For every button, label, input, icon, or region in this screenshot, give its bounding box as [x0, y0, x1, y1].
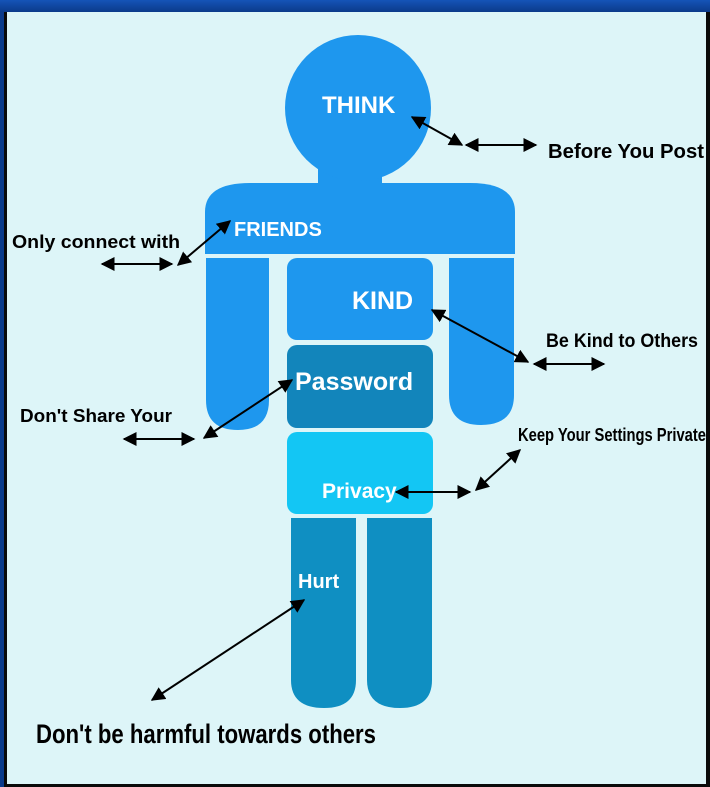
think-annotation: Before You Post: [548, 141, 704, 163]
figure-left-leg: [291, 518, 356, 708]
figure-shoulders: [205, 183, 515, 254]
friends-arrow-diag: [176, 220, 232, 266]
friends-annotation: Only connect with: [12, 232, 180, 252]
figure-head: [285, 35, 431, 181]
figure-right-leg: [367, 518, 432, 708]
leg-label: Hurt: [298, 571, 339, 593]
figure-right-arm: [449, 258, 514, 425]
hurt-annotation: Don't be harmful towards others: [36, 719, 376, 749]
kind-block: [287, 258, 433, 340]
password-arrow-diag: [202, 379, 294, 439]
annotation-arrows: [100, 116, 606, 701]
hurt-arrow-diag: [150, 599, 306, 701]
figure-left-arm: [206, 258, 269, 430]
password-label: Password: [295, 368, 413, 396]
password-annotation: Don't Share Your: [20, 406, 172, 426]
think-arrow-diag: [410, 116, 464, 146]
top-border: [0, 0, 710, 12]
kind-annotation: Be Kind to Others: [546, 331, 698, 352]
privacy-label: Privacy: [322, 480, 397, 503]
shoulders-label: FRIENDS: [234, 219, 322, 241]
kind-arrow-diag: [430, 309, 530, 363]
head-label: THINK: [322, 92, 396, 119]
password-block: [287, 345, 433, 428]
privacy-annotation: Keep Your Settings Private: [518, 425, 706, 445]
kind-label: KIND: [352, 287, 413, 315]
privacy-arrow-diag: [474, 449, 522, 491]
